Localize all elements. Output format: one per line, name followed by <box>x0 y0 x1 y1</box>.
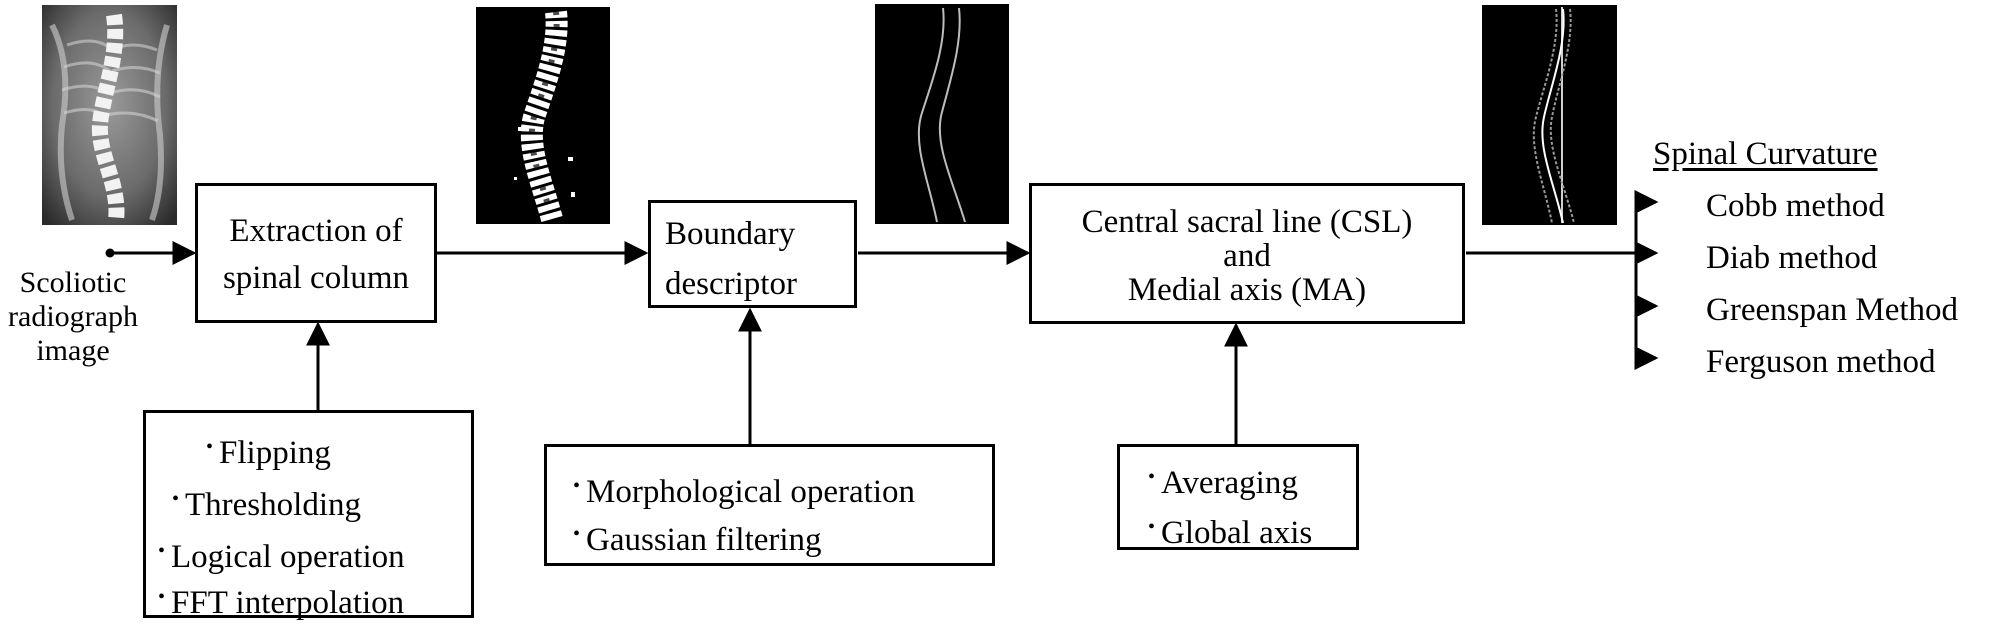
bullet-icon: • <box>206 436 214 458</box>
medial-axis-image <box>1482 5 1617 225</box>
method-item: •Gaussian filtering <box>573 522 822 558</box>
output-heading: Spinal Curvature <box>1653 136 1878 172</box>
method-item: •FFT interpolation <box>158 585 405 621</box>
spine-boundary-contour-image <box>875 4 1009 224</box>
bullet-icon: • <box>1148 466 1156 488</box>
binary-spine-mask-image <box>476 7 610 224</box>
input-label-line: image <box>36 334 110 367</box>
step-title-line: Boundary <box>665 216 796 252</box>
csl-methods-box: •Averaging •Global axis <box>1117 444 1359 551</box>
bullet-icon: • <box>172 488 180 510</box>
method-item: •Global axis <box>1148 515 1313 551</box>
step-title-line: descriptor <box>665 266 797 302</box>
csl-medial-axis-step-box: Central sacral line (CSL) and Medial axi… <box>1029 183 1465 324</box>
input-label-line: radiograph <box>8 300 138 333</box>
step-title-line: Extraction of <box>229 213 403 249</box>
extraction-methods-box: •Flipping •Thresholding •Logical operati… <box>143 410 474 621</box>
step-title-line: Central sacral line (CSL) <box>1081 204 1413 240</box>
step-title-line: spinal column <box>222 260 410 296</box>
bullet-icon: • <box>1148 516 1156 538</box>
method-item: •Flipping <box>206 435 331 471</box>
xray-radiograph-image <box>42 5 177 225</box>
output-item-ferguson: Ferguson method <box>1706 344 1936 380</box>
bullet-icon: • <box>573 523 581 545</box>
extraction-step-box: Extraction of spinal column <box>195 183 437 323</box>
step-title-line: and <box>1223 238 1271 274</box>
bullet-icon: • <box>158 540 166 562</box>
input-label-line: Scoliotic <box>19 266 127 299</box>
output-item-diab: Diab method <box>1706 240 1878 276</box>
boundary-methods-box: •Morphological operation •Gaussian filte… <box>544 444 995 566</box>
method-item: •Logical operation <box>158 539 405 575</box>
bullet-icon: • <box>158 586 166 608</box>
output-item-cobb: Cobb method <box>1706 188 1885 224</box>
method-item: •Averaging <box>1148 465 1298 501</box>
method-item: •Thresholding <box>172 487 361 523</box>
method-item: •Morphological operation <box>573 474 916 510</box>
csl-medial-axis-step-title: Central sacral line (CSL) and Medial axi… <box>1032 205 1462 307</box>
boundary-step-box: Boundary descriptor <box>648 200 857 308</box>
step-title-line: Medial axis (MA) <box>1127 272 1367 308</box>
bullet-icon: • <box>573 475 581 497</box>
input-label: Scoliotic radiograph image <box>8 266 138 368</box>
boundary-step-title: Boundary descriptor <box>665 209 797 309</box>
extraction-step-title: Extraction of spinal column <box>198 208 434 302</box>
output-item-greenspan: Greenspan Method <box>1706 292 1959 328</box>
